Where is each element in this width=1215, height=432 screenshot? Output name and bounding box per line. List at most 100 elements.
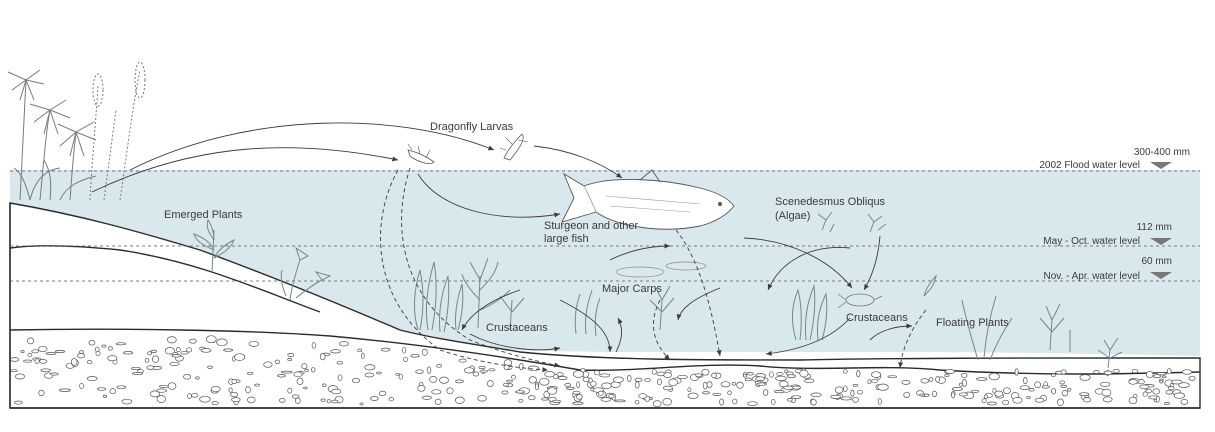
gravel-pebble bbox=[572, 390, 581, 395]
gravel-pebble bbox=[614, 399, 626, 403]
gravel-pebble bbox=[183, 374, 192, 380]
algae-label-line1: Scenedesmus Obliqus bbox=[775, 196, 886, 208]
gravel-pebble bbox=[116, 385, 127, 390]
gravel-pebble bbox=[206, 335, 217, 344]
gravel-pebble bbox=[771, 399, 776, 405]
gravel-pebble bbox=[1161, 375, 1167, 379]
gravel-pebble bbox=[702, 391, 710, 395]
gravel-pebble bbox=[651, 368, 657, 375]
gravel-pebble bbox=[211, 401, 219, 406]
gravel-pebble bbox=[263, 361, 273, 368]
gravel-pebble bbox=[477, 395, 487, 402]
gravel-pebble bbox=[287, 358, 293, 361]
gravel-pebble bbox=[600, 397, 612, 402]
gravel-pebble bbox=[115, 342, 127, 346]
gravel-pebble bbox=[1145, 388, 1152, 394]
gravel-pebble bbox=[1057, 398, 1064, 407]
gravel-pebble bbox=[304, 368, 309, 373]
gravel-pebble bbox=[331, 388, 342, 395]
gravel-pebble bbox=[576, 381, 580, 389]
gravel-pebble bbox=[10, 369, 18, 373]
gravel-pebble bbox=[410, 353, 420, 358]
gravel-pebble bbox=[79, 350, 85, 354]
gravel-pebble bbox=[26, 337, 35, 345]
gravel-pebble bbox=[951, 387, 963, 391]
gravel-pebble bbox=[1181, 369, 1193, 375]
gravel-pebble bbox=[810, 398, 817, 406]
gravel-pebble bbox=[77, 353, 85, 359]
gravel-pebble bbox=[280, 370, 293, 374]
gravel-pebble bbox=[983, 394, 988, 399]
gravel-pebble bbox=[935, 376, 940, 383]
gravel-pebble bbox=[187, 393, 192, 399]
gravel-bed bbox=[9, 335, 1196, 408]
gravel-pebble bbox=[1014, 368, 1019, 376]
gravel-pebble bbox=[207, 365, 213, 369]
gravel-pebble bbox=[364, 364, 376, 371]
gravel-pebble bbox=[677, 374, 688, 380]
gravel-pebble bbox=[792, 385, 801, 390]
gravel-pebble bbox=[1093, 370, 1100, 374]
gravel-pebble bbox=[746, 372, 754, 376]
gravel-pebble bbox=[638, 393, 648, 399]
gravel-pebble bbox=[712, 392, 721, 396]
gravel-pebble bbox=[189, 338, 197, 344]
gravel-pebble bbox=[901, 380, 911, 385]
crustaceans-right-figure bbox=[837, 293, 883, 309]
gravel-pebble bbox=[1145, 370, 1154, 379]
gravel-pebble bbox=[376, 371, 382, 375]
gravel-pebble bbox=[981, 398, 987, 404]
gravel-pebble bbox=[131, 372, 144, 375]
soil-upper bbox=[9, 202, 1201, 409]
flood-level-amount: 300-400 mm bbox=[1134, 147, 1190, 158]
gravel-pebble bbox=[774, 390, 785, 394]
emerged-plants-label: Emerged Plants bbox=[164, 209, 243, 221]
dragonfly-label: Dragonfly Larvas bbox=[430, 121, 514, 133]
gravel-pebble bbox=[1112, 368, 1120, 374]
gravel-pebble bbox=[928, 377, 934, 382]
gravel-pebble bbox=[455, 379, 464, 384]
gravel-pebble bbox=[519, 362, 524, 371]
gravel-pebble bbox=[436, 364, 442, 368]
gravel-pebble bbox=[1128, 379, 1138, 385]
gravel-pebble bbox=[877, 383, 889, 391]
gravel-pebble bbox=[850, 389, 855, 397]
gravel-pebble bbox=[20, 350, 25, 354]
gravel-pebble bbox=[50, 372, 59, 376]
gravel-pebble bbox=[216, 338, 228, 347]
gravel-pebble bbox=[310, 367, 316, 373]
flood-level-label: 2002 Flood water level bbox=[1039, 160, 1140, 171]
gravel-pebble bbox=[191, 392, 199, 398]
gravel-pebble bbox=[511, 374, 516, 380]
gravel-pebble bbox=[199, 395, 211, 403]
gravel-pebble bbox=[503, 359, 513, 366]
gravel-pebble bbox=[149, 390, 160, 398]
gravel-pebble bbox=[695, 373, 702, 378]
algae-label-line2: (Algae) bbox=[775, 210, 810, 222]
gravel-pebble bbox=[274, 359, 281, 364]
gravel-pebble bbox=[1188, 375, 1196, 381]
gravel-pebble bbox=[326, 398, 331, 404]
gravel-pebble bbox=[1159, 380, 1164, 384]
gravel-pebble bbox=[762, 389, 769, 396]
gravel-pebble bbox=[867, 379, 872, 385]
gravel-pebble bbox=[573, 370, 584, 378]
gravel-pebble bbox=[1139, 384, 1150, 390]
nov-apr-level-marker bbox=[1150, 272, 1172, 279]
gravel-pebble bbox=[439, 376, 449, 384]
gravel-pebble bbox=[254, 383, 260, 387]
gravel-pebble bbox=[146, 365, 155, 370]
gravel-pebble bbox=[45, 352, 57, 355]
gravel-pebble bbox=[613, 376, 624, 383]
dragonfly-larva-2 bbox=[499, 133, 529, 161]
gravel-pebble bbox=[852, 384, 859, 387]
gravel-pebble bbox=[429, 376, 438, 383]
gravel-pebble bbox=[123, 351, 134, 355]
gravel-pebble bbox=[1152, 388, 1160, 395]
gravel-pebble bbox=[1023, 377, 1028, 385]
gravel-pebble bbox=[1079, 392, 1090, 397]
gravel-pebble bbox=[1060, 369, 1067, 375]
gravel-pebble bbox=[528, 376, 537, 384]
gravel-pebble bbox=[169, 361, 180, 366]
